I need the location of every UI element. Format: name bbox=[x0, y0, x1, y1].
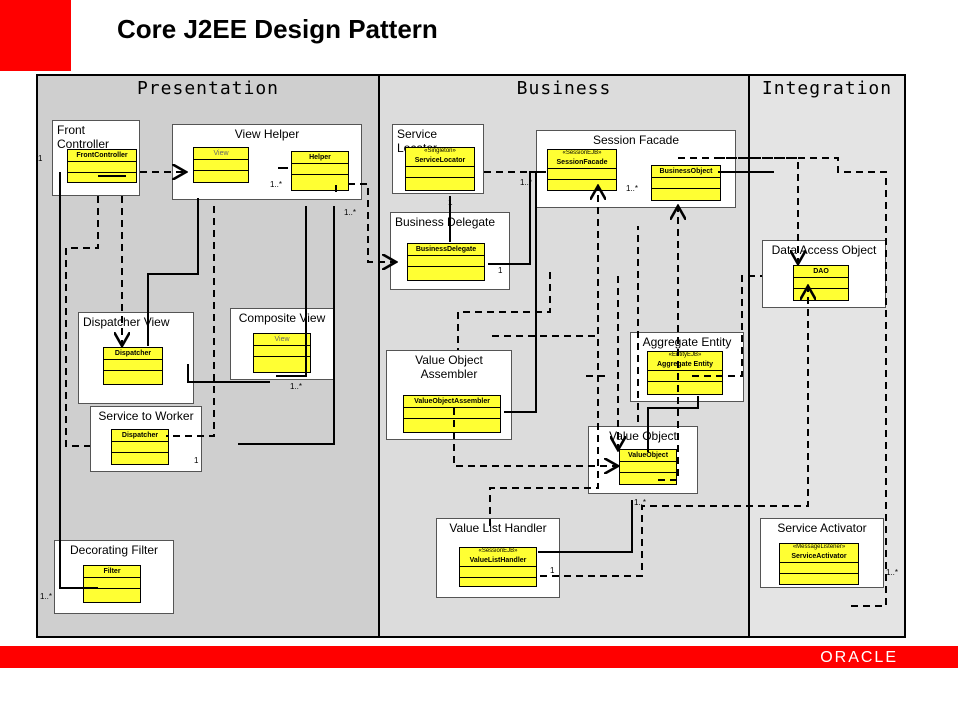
value-list-handler-class: «SessionEJB» ValueListHandler bbox=[459, 547, 537, 587]
class-name: ValueListHandler bbox=[460, 555, 536, 567]
mult-label: 1..* bbox=[40, 592, 53, 601]
class-stereotype: «SessionEJB» bbox=[562, 150, 602, 156]
mult-label: 1..* bbox=[270, 180, 283, 189]
mult-label: 1..* bbox=[344, 208, 357, 217]
class-stereotype: «Singleton» bbox=[424, 148, 456, 154]
mult-label: 1..* bbox=[520, 178, 533, 187]
mult-label: 1..* bbox=[626, 184, 639, 193]
view-helper-title: View Helper bbox=[234, 127, 300, 141]
class-name: SessionFacade bbox=[548, 157, 616, 169]
footer-bar bbox=[0, 646, 958, 668]
value-list-handler-title: Value List Handler bbox=[449, 521, 547, 535]
dispatcher-class: Dispatcher bbox=[103, 347, 163, 385]
class-name: View bbox=[194, 148, 248, 160]
tier-business-label: Business bbox=[516, 78, 612, 99]
class-name: Aggregate Entity bbox=[648, 359, 722, 371]
mult-label: 1 bbox=[550, 566, 555, 575]
service-locator-class: «Singleton» ServiceLocator bbox=[405, 147, 475, 191]
brand-red-block bbox=[0, 0, 71, 71]
mult-label: 1 bbox=[38, 154, 43, 163]
filter-class: Filter bbox=[83, 565, 141, 603]
composite-view-class: View bbox=[253, 333, 311, 373]
class-name: Dispatcher bbox=[112, 430, 168, 442]
service-activator-class: «MessageListener» ServiceActivator bbox=[779, 543, 859, 585]
value-list-handler-box: Value List Handler «SessionEJB» ValueLis… bbox=[436, 518, 560, 598]
decorating-filter-box: Decorating Filter Filter bbox=[54, 540, 174, 614]
class-name: FrontController bbox=[68, 150, 136, 162]
service-activator-box: Service Activator «MessageListener» Serv… bbox=[760, 518, 884, 588]
oracle-logo: ORACLE bbox=[820, 649, 898, 666]
front-controller-class: FrontController bbox=[67, 149, 137, 183]
class-name: ValueObjectAssembler bbox=[404, 396, 500, 408]
service-to-worker-box: Service to Worker Dispatcher bbox=[90, 406, 202, 472]
service-to-worker-title: Service to Worker bbox=[98, 409, 194, 423]
front-controller-title: Front Controller bbox=[57, 123, 110, 151]
view-helper-box: View Helper View Helper bbox=[172, 124, 362, 200]
class-name: DAO bbox=[794, 266, 848, 278]
tier-integration-label: Integration bbox=[761, 78, 893, 99]
aggregate-entity-class: «EntityEJB» Aggregate Entity bbox=[647, 351, 723, 395]
value-object-assembler-box: Value Object Assembler ValueObjectAssemb… bbox=[386, 350, 512, 440]
value-object-title: Value Object bbox=[609, 429, 677, 443]
mult-label: 1..* bbox=[634, 498, 647, 507]
class-name: BusinessDelegate bbox=[408, 244, 484, 256]
pattern-diagram: Presentation Business Integration Front … bbox=[36, 74, 906, 638]
service-locator-box: Service Locator «Singleton» ServiceLocat… bbox=[392, 124, 484, 194]
class-name: ServiceActivator bbox=[780, 551, 858, 563]
business-delegate-class: BusinessDelegate bbox=[407, 243, 485, 281]
class-name: Helper bbox=[292, 152, 348, 164]
mult-label: 1 bbox=[448, 198, 453, 207]
aggregate-entity-box: Aggregate Entity «EntityEJB» Aggregate E… bbox=[630, 332, 744, 402]
composite-view-box: Composite View View bbox=[230, 308, 334, 380]
composite-view-title: Composite View bbox=[238, 311, 326, 325]
class-name: Filter bbox=[84, 566, 140, 578]
class-name: ServiceLocator bbox=[406, 155, 474, 167]
business-delegate-title: Business Delegate bbox=[395, 215, 496, 229]
tier-presentation-label: Presentation bbox=[136, 78, 280, 99]
decorating-filter-title: Decorating Filter bbox=[69, 543, 159, 557]
value-object-assembler-title: Value Object Assembler bbox=[415, 353, 483, 381]
connector-lines bbox=[59, 157, 887, 607]
value-object-assembler-class: ValueObjectAssembler bbox=[403, 395, 501, 433]
class-stereotype: «EntityEJB» bbox=[668, 352, 702, 358]
view-class: View bbox=[193, 147, 249, 183]
mult-label: 1 bbox=[498, 266, 503, 275]
mult-label: 1..* bbox=[290, 382, 303, 391]
front-controller-box: Front Controller FrontController bbox=[52, 120, 140, 196]
slide-title: Core J2EE Design Pattern bbox=[117, 14, 438, 44]
class-name: BusinessObject bbox=[652, 166, 720, 178]
aggregate-entity-title: Aggregate Entity bbox=[642, 335, 732, 349]
helper-class: Helper bbox=[291, 151, 349, 191]
mult-label: 1 bbox=[194, 456, 199, 465]
service-activator-title: Service Activator bbox=[777, 521, 867, 535]
session-facade-title: Session Facade bbox=[592, 133, 680, 147]
mult-label: 1..* bbox=[886, 568, 899, 577]
class-name: Dispatcher bbox=[104, 348, 162, 360]
class-stereotype: «SessionEJB» bbox=[478, 548, 518, 554]
stw-dispatcher-class: Dispatcher bbox=[111, 429, 169, 465]
business-object-class: BusinessObject bbox=[651, 165, 721, 201]
class-stereotype: «MessageListener» bbox=[792, 544, 846, 550]
class-name: View bbox=[254, 334, 310, 346]
class-name: ValueObject bbox=[620, 450, 676, 462]
